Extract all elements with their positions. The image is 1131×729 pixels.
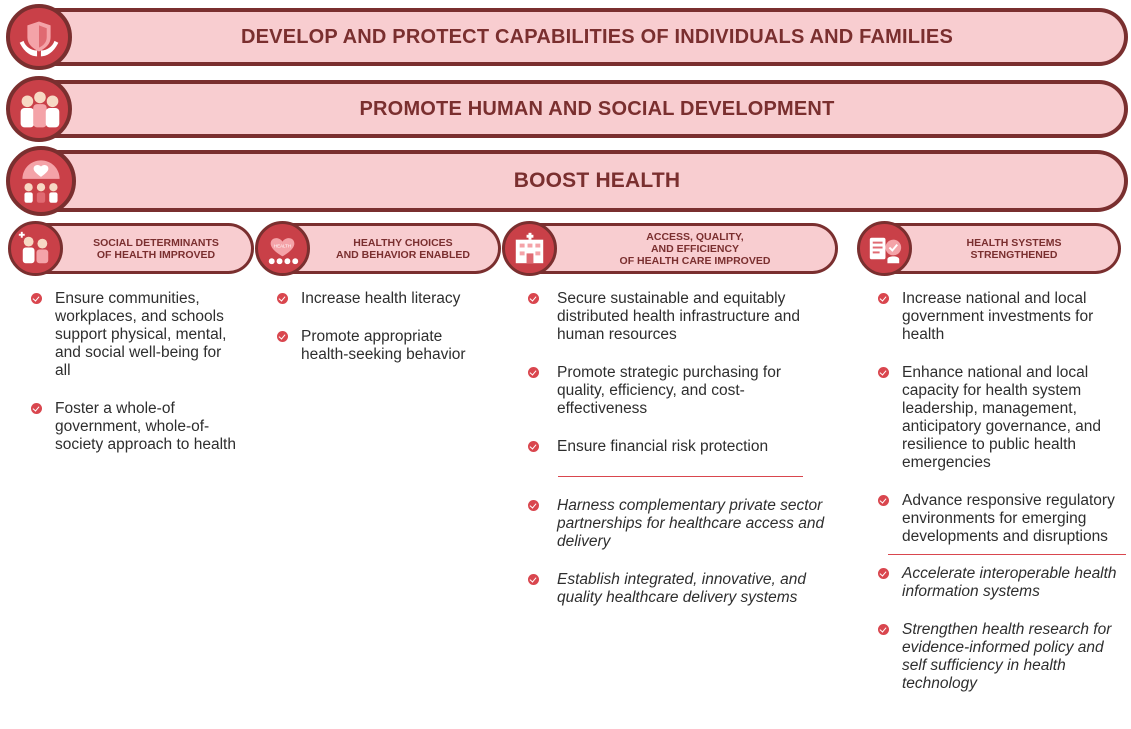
pillar-health-systems: HEALTH SYSTEMS STRENGTHENED: [857, 221, 1121, 276]
check-bullet-icon: [528, 574, 539, 585]
health-system-icon: [857, 221, 912, 276]
pillar-3-list: Secure sustainable and equitably distrib…: [528, 290, 828, 627]
band-bar: [40, 150, 1128, 212]
check-bullet-icon: [528, 441, 539, 452]
hospital-icon: [502, 221, 557, 276]
pillar-title: HEALTH SYSTEMS STRENGTHENED: [966, 236, 1062, 261]
hands-shield-icon: [6, 4, 72, 70]
people-group-icon: [6, 76, 72, 142]
list-item: Increase national and local government i…: [878, 290, 1128, 344]
pillar-social-determinants: SOCIAL DETERMINANTS OF HEALTH IMPROVED: [8, 221, 254, 276]
pillar-bar: [883, 223, 1121, 274]
band-bar: [40, 8, 1128, 66]
list-item: Accelerate interoperable health informat…: [878, 565, 1128, 601]
pillar-access-quality: ACCESS, QUALITY, AND EFFICIENCY OF HEALT…: [502, 221, 838, 276]
pillar-bar: [34, 223, 254, 274]
check-bullet-icon: [528, 293, 539, 304]
band-title: PROMOTE HUMAN AND SOCIAL DEVELOPMENT: [359, 97, 835, 120]
pillar-title: HEALTHY CHOICES AND BEHAVIOR ENABLED: [336, 236, 470, 261]
pillar-bar: [528, 223, 838, 274]
pillar-title: ACCESS, QUALITY, AND EFFICIENCY OF HEALT…: [619, 230, 771, 267]
health-community-icon: [6, 146, 76, 216]
list-item: Promote strategic purchasing for quality…: [528, 364, 828, 418]
list-item: Advance responsive regulatory environmen…: [878, 492, 1128, 546]
pillar-healthy-choices: HEALTH HEALTHY CHOICES AND BEHAVIOR ENAB…: [255, 221, 501, 276]
check-bullet-icon: [878, 495, 889, 506]
band-title: DEVELOP AND PROTECT CAPABILITIES OF INDI…: [240, 25, 954, 48]
list-item: Foster a whole-of government, whole-of-s…: [31, 400, 236, 454]
separator-line: [888, 554, 1126, 555]
band-bar: [40, 80, 1128, 138]
list-item: Strengthen health research for evidence-…: [878, 621, 1128, 693]
pillar-2-list: Increase health literacy Promote appropr…: [277, 290, 487, 384]
pillar-1-list: Ensure communities, workplaces, and scho…: [31, 290, 236, 474]
pillar-4-list: Increase national and local government i…: [878, 290, 1128, 713]
medical-staff-icon: [8, 221, 63, 276]
check-bullet-icon: [31, 293, 42, 304]
heart-label: HEALTH: [274, 244, 291, 249]
list-item: Establish integrated, innovative, and qu…: [528, 571, 828, 607]
check-bullet-icon: [878, 293, 889, 304]
list-item: Ensure financial risk protection: [528, 438, 828, 456]
band-boost-health: BOOST HEALTH: [6, 146, 1128, 216]
list-item: Enhance national and local capacity for …: [878, 364, 1128, 472]
list-item: Promote appropriate health-seeking behav…: [277, 328, 487, 364]
check-bullet-icon: [878, 568, 889, 579]
band-capabilities: DEVELOP AND PROTECT CAPABILITIES OF INDI…: [6, 4, 1128, 70]
band-human-social: PROMOTE HUMAN AND SOCIAL DEVELOPMENT: [6, 76, 1128, 142]
separator-line: [558, 476, 803, 477]
check-bullet-icon: [878, 624, 889, 635]
pillar-bar: [281, 223, 501, 274]
check-bullet-icon: [277, 331, 288, 342]
check-bullet-icon: [528, 367, 539, 378]
band-title: BOOST HEALTH: [513, 169, 681, 192]
list-item: Ensure communities, workplaces, and scho…: [31, 290, 236, 380]
check-bullet-icon: [277, 293, 288, 304]
check-bullet-icon: [528, 500, 539, 511]
heart-health-icon: HEALTH: [255, 221, 310, 276]
check-bullet-icon: [31, 403, 42, 414]
list-item: Secure sustainable and equitably distrib…: [528, 290, 828, 344]
list-item: Increase health literacy: [277, 290, 487, 308]
pillar-title: SOCIAL DETERMINANTS OF HEALTH IMPROVED: [93, 236, 219, 261]
check-bullet-icon: [878, 367, 889, 378]
list-item: Harness complementary private sector par…: [528, 497, 828, 551]
